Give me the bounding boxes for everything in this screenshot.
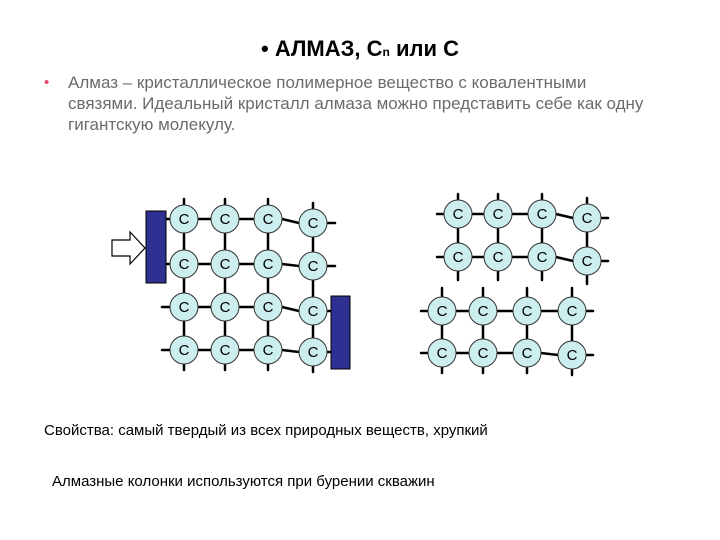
carbon-atom: C xyxy=(210,292,240,322)
carbon-atom: C xyxy=(298,251,328,281)
svg-text:C: C xyxy=(308,215,319,232)
title-subscript: n xyxy=(382,45,390,59)
carbon-atom: C xyxy=(169,335,199,365)
carbon-atom: C xyxy=(557,296,587,326)
usage-text: Алмазные колонки используются при бурени… xyxy=(52,473,435,490)
carbon-atom: C xyxy=(298,337,328,367)
carbon-atom: C xyxy=(253,335,283,365)
svg-text:C: C xyxy=(220,342,231,359)
carbon-atom: C xyxy=(443,242,473,272)
carbon-atom: C xyxy=(169,204,199,234)
bond-horizontal xyxy=(280,305,301,313)
svg-text:C: C xyxy=(437,345,448,362)
shapes-layer xyxy=(111,210,351,370)
carbon-atom: C xyxy=(169,249,199,279)
svg-text:C: C xyxy=(263,299,274,316)
svg-text:C: C xyxy=(478,345,489,362)
slide-title: • АЛМАЗ, Сn или С xyxy=(0,36,720,62)
svg-text:C: C xyxy=(493,249,504,266)
carbon-atom: C xyxy=(572,246,602,276)
bond-horizontal xyxy=(554,255,575,263)
properties-text: Свойства: самый твердый из всех природны… xyxy=(44,422,488,439)
carbon-atom: C xyxy=(253,204,283,234)
bond-horizontal xyxy=(280,262,301,268)
svg-text:C: C xyxy=(437,303,448,320)
svg-text:C: C xyxy=(263,256,274,273)
svg-text:C: C xyxy=(493,206,504,223)
carbon-atom: C xyxy=(483,242,513,272)
svg-text:C: C xyxy=(522,345,533,362)
carbon-atom: C xyxy=(527,242,557,272)
carbon-atom: C xyxy=(468,296,498,326)
bond-horizontal xyxy=(280,348,301,354)
carbon-atom: C xyxy=(557,340,587,370)
svg-text:C: C xyxy=(179,211,190,228)
svg-text:C: C xyxy=(179,256,190,273)
force-arrow-icon xyxy=(111,230,146,266)
svg-text:C: C xyxy=(582,253,593,270)
svg-text:C: C xyxy=(453,206,464,223)
svg-text:C: C xyxy=(478,303,489,320)
svg-text:C: C xyxy=(453,249,464,266)
pressure-block-right xyxy=(330,295,351,370)
carbon-atom: C xyxy=(512,296,542,326)
carbon-atom: C xyxy=(253,292,283,322)
bullet-text: Алмаз – кристаллическое полимерное вещес… xyxy=(68,73,644,134)
bullet-marker: • xyxy=(44,74,50,91)
carbon-atom: C xyxy=(527,199,557,229)
carbon-atom: C xyxy=(483,199,513,229)
svg-text:C: C xyxy=(220,299,231,316)
svg-text:C: C xyxy=(220,211,231,228)
svg-text:C: C xyxy=(308,303,319,320)
bond-horizontal xyxy=(554,212,575,220)
svg-text:C: C xyxy=(567,303,578,320)
carbon-atom: C xyxy=(210,249,240,279)
carbon-atom: C xyxy=(298,208,328,238)
atoms-layer: C C C C C C C C C C C C C C C C C C C C C C C C C C C C C C C C xyxy=(169,199,602,370)
title-prefix: • АЛМАЗ, С xyxy=(261,36,383,61)
svg-text:C: C xyxy=(179,342,190,359)
title-suffix: или С xyxy=(389,36,459,61)
svg-text:C: C xyxy=(567,347,578,364)
carbon-atom: C xyxy=(169,292,199,322)
svg-text:C: C xyxy=(220,256,231,273)
carbon-atom: C xyxy=(253,249,283,279)
carbon-atom: C xyxy=(468,338,498,368)
svg-text:C: C xyxy=(582,210,593,227)
svg-text:C: C xyxy=(537,249,548,266)
svg-text:C: C xyxy=(263,211,274,228)
svg-text:C: C xyxy=(179,299,190,316)
bond-horizontal xyxy=(280,217,301,225)
carbon-atom: C xyxy=(512,338,542,368)
svg-text:C: C xyxy=(263,342,274,359)
carbon-atom: C xyxy=(443,199,473,229)
bond-horizontal xyxy=(539,351,560,357)
carbon-atom: C xyxy=(427,296,457,326)
svg-text:C: C xyxy=(537,206,548,223)
bonds-layer xyxy=(160,192,610,377)
bullet-paragraph: • Алмаз – кристаллическое полимерное вещ… xyxy=(44,72,654,135)
carbon-atom: C xyxy=(298,296,328,326)
svg-text:C: C xyxy=(308,344,319,361)
carbon-atom: C xyxy=(572,203,602,233)
pressure-block-left xyxy=(145,210,167,284)
svg-text:C: C xyxy=(522,303,533,320)
carbon-atom: C xyxy=(210,335,240,365)
carbon-atom: C xyxy=(210,204,240,234)
svg-text:C: C xyxy=(308,258,319,275)
carbon-atom: C xyxy=(427,338,457,368)
